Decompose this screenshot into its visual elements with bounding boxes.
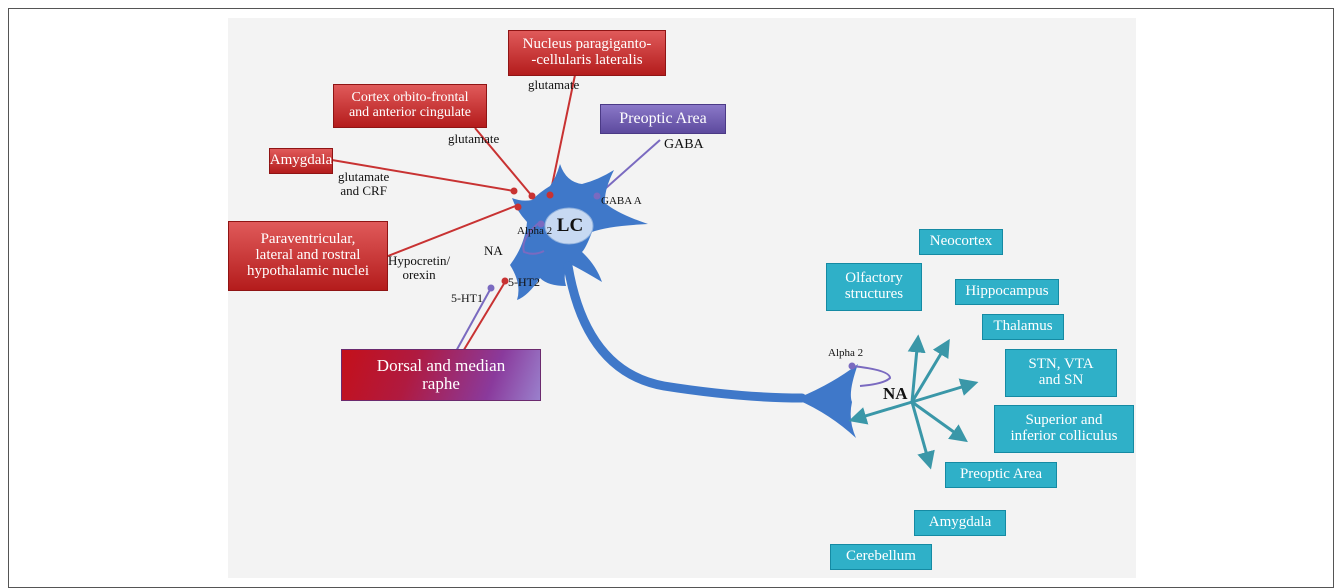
arrow-down-right — [911, 400, 968, 443]
5ht1-label: 5-HT1 — [451, 291, 483, 305]
glutamate-nucleus-label: glutamate — [528, 77, 580, 92]
target-thalamus-label: Thalamus — [993, 318, 1053, 335]
amygdala-input-box: Amygdala — [269, 148, 333, 174]
target-cerebellum: Cerebellum — [830, 544, 932, 570]
target-cerebellum-label: Cerebellum — [846, 548, 916, 565]
dorsal-raphe-label: Dorsal and median raphe — [376, 356, 506, 393]
line-amygdala — [331, 159, 515, 192]
target-stn-vta-label: STN, VTA and SN — [1028, 356, 1094, 388]
nucleus-paragiganto-label: Nucleus paragiganto- -cellularis lateral… — [522, 36, 652, 68]
line-raphe-red — [461, 281, 506, 354]
alpha2-loop-bottom — [851, 365, 892, 387]
synapse-cortex — [528, 192, 536, 200]
target-colliculus-label: Superior and inferior colliculus — [1010, 412, 1118, 444]
synapse-nucleus — [546, 191, 554, 199]
arrow-up — [907, 334, 926, 403]
line-cortex — [474, 127, 533, 197]
target-amygdala: Amygdala — [914, 510, 1006, 536]
arrow-left — [848, 400, 913, 425]
hypocretin-label: Hypocretin/ orexin — [388, 253, 451, 283]
target-preoptic: Preoptic Area — [945, 462, 1057, 488]
cortex-orbito-box: Cortex orbito-frontal and anterior cingu… — [333, 84, 487, 128]
paraventricular-label: Paraventricular, lateral and rostral hyp… — [246, 231, 370, 279]
synapse-alpha2-bottom — [848, 362, 856, 370]
arrow-up-right — [910, 338, 950, 403]
synapse-amygdala — [510, 187, 518, 195]
nucleus-paragiganto-box: Nucleus paragiganto- -cellularis lateral… — [508, 30, 666, 76]
target-thalamus: Thalamus — [982, 314, 1064, 340]
lc-neuron — [510, 164, 858, 438]
target-preoptic-label: Preoptic Area — [959, 466, 1043, 483]
5ht2-label: 5-HT2 — [508, 275, 540, 289]
target-hippocampus-label: Hippocampus — [965, 283, 1049, 300]
target-hippocampus: Hippocampus — [955, 279, 1059, 305]
alpha2-bottom-label: Alpha 2 — [828, 347, 864, 359]
line-raphe-purple — [454, 287, 492, 354]
synapse-alpha2-top — [537, 220, 545, 228]
target-colliculus: Superior and inferior colliculus — [994, 405, 1134, 453]
preoptic-input-label: Preoptic Area — [619, 109, 707, 127]
line-nucleus — [549, 74, 576, 196]
cortex-orbito-label: Cortex orbito-frontal and anterior cingu… — [348, 90, 472, 120]
alpha2-loop-top — [522, 221, 545, 255]
gaba-label: GABA — [664, 137, 704, 152]
glutamate-crf-label: glutamate and CRF — [338, 169, 390, 199]
amygdala-input-label: Amygdala — [269, 152, 333, 169]
target-olfactory-label: Olfactory structures — [844, 270, 904, 302]
diagram-canvas — [331, 74, 979, 470]
glutamate-cortex-label: glutamate — [448, 131, 500, 146]
gaba-a-label: GABA A — [601, 195, 642, 207]
target-olfactory: Olfactory structures — [826, 263, 922, 311]
synapse-5ht1 — [487, 284, 495, 292]
preoptic-input-box: Preoptic Area — [600, 104, 726, 134]
line-preoptic — [596, 139, 661, 197]
na-terminal-label: NA — [883, 384, 908, 403]
paraventricular-box: Paraventricular, lateral and rostral hyp… — [228, 221, 388, 291]
na-top-label: NA — [484, 243, 503, 258]
synapse-gaba — [593, 192, 601, 200]
target-stn-vta: STN, VTA and SN — [1005, 349, 1117, 397]
arrow-down — [910, 401, 935, 470]
arrow-right — [911, 378, 979, 404]
synapse-paraventricular — [514, 203, 522, 211]
line-paraventricular — [387, 204, 519, 257]
target-amygdala-label: Amygdala — [928, 514, 992, 531]
target-neocortex-label: Neocortex — [929, 233, 993, 250]
alpha2-top-label: Alpha 2 — [517, 225, 553, 237]
synapse-5ht2 — [501, 277, 509, 285]
target-neocortex: Neocortex — [919, 229, 1003, 255]
dorsal-raphe-box: Dorsal and median raphe — [341, 349, 541, 401]
lc-nucleus — [544, 207, 594, 245]
lc-label: LC — [556, 215, 584, 236]
